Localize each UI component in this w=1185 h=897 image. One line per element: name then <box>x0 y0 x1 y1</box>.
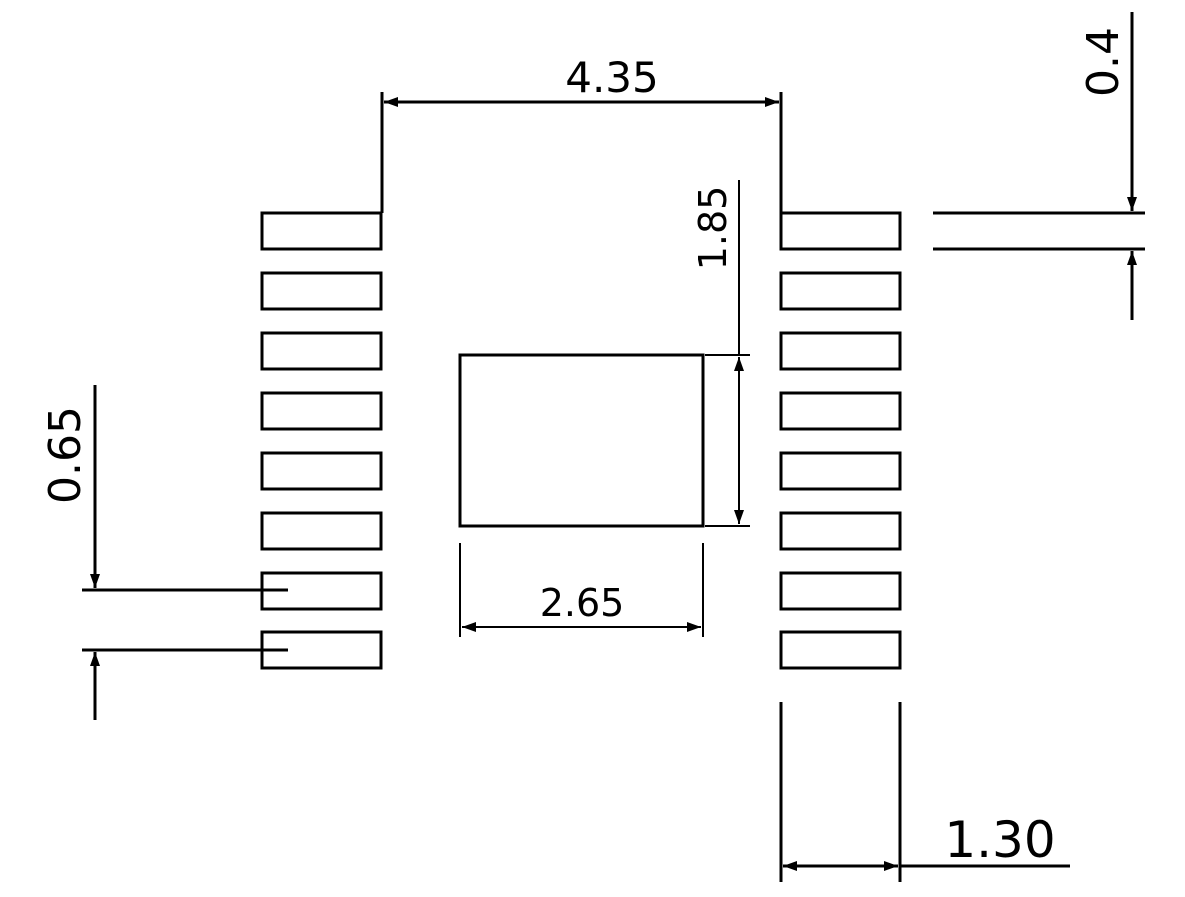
left-pad-column <box>260 211 383 670</box>
pad-right-2 <box>779 271 902 311</box>
thermal-pad <box>458 353 705 528</box>
pad-right-1 <box>779 211 902 251</box>
label-pad-pitch: 0.65 <box>40 406 91 504</box>
label-pad-length: 1.30 <box>944 811 1055 869</box>
dimension-pad-span <box>380 92 783 213</box>
pad-right-8 <box>779 630 902 670</box>
label-pad-span: 4.35 <box>565 53 659 102</box>
pad-left-1 <box>260 211 383 251</box>
right-pad-column <box>779 211 902 670</box>
pad-left-5 <box>260 451 383 491</box>
label-thermal-pad-width: 2.65 <box>540 581 625 625</box>
dimension-pad-pitch <box>82 385 288 720</box>
label-pad-width: 0.4 <box>1078 27 1129 97</box>
label-thermal-pad-height: 1.85 <box>691 186 735 271</box>
pad-left-6 <box>260 511 383 551</box>
pad-left-4 <box>260 391 383 431</box>
dimension-pad-width <box>933 12 1145 320</box>
dimension-thermal-pad-height <box>705 180 750 527</box>
dimension-pad-length <box>779 702 1070 882</box>
pad-left-3 <box>260 331 383 371</box>
pad-right-7 <box>779 571 902 611</box>
pad-left-2 <box>260 271 383 311</box>
pad-right-5 <box>779 451 902 491</box>
pad-right-4 <box>779 391 902 431</box>
pad-right-3 <box>779 331 902 371</box>
dimension-thermal-pad-width <box>459 543 704 637</box>
pad-right-6 <box>779 511 902 551</box>
